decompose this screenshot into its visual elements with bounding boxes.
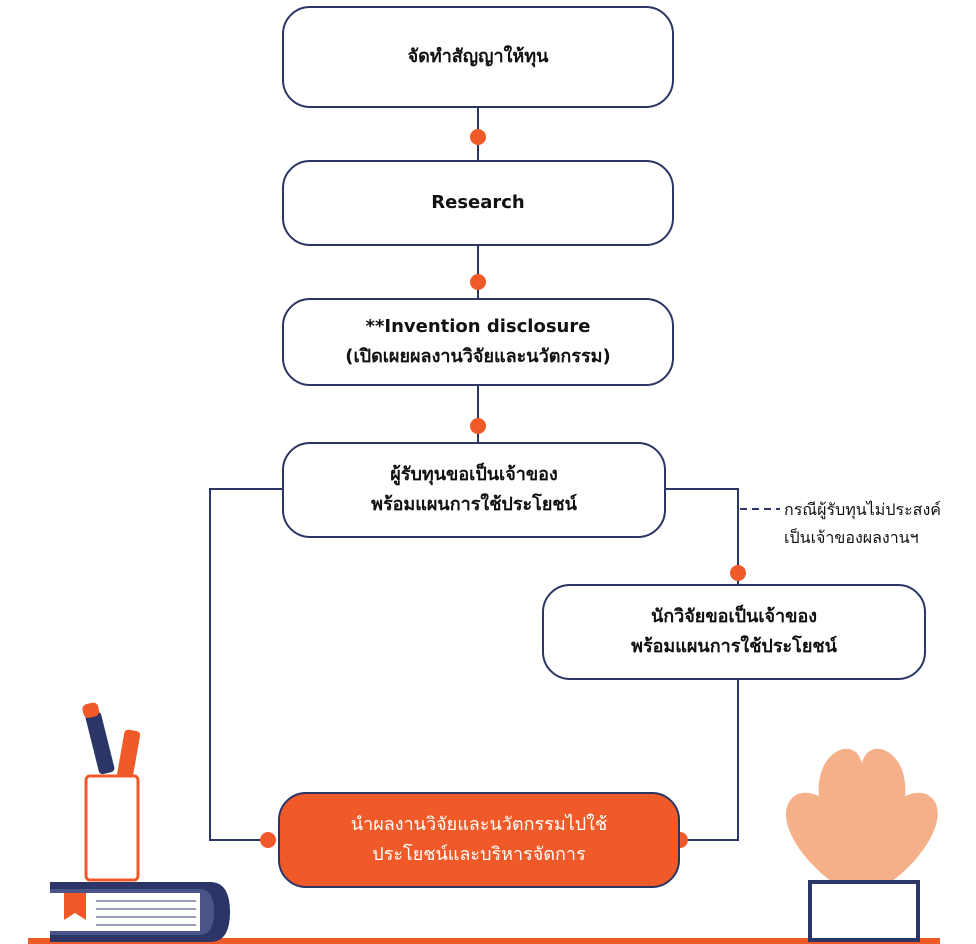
step-invention-disclosure: **Invention disclosure (เปิดเผยผลงานวิจั…	[282, 298, 674, 386]
step-grant-contract-label: จัดทำสัญญาให้ทุน	[407, 46, 549, 67]
step-researcher-ownership-line2: พร้อมแผนการใช้ประโยชน์	[631, 636, 837, 657]
plant-icon	[785, 748, 938, 942]
floor-line	[28, 938, 940, 944]
connector-dot	[470, 129, 486, 145]
step-utilization-line2: ประโยชน์และบริหารจัดการ	[372, 844, 586, 865]
side-note-line1: กรณีผู้รับทุนไม่ประสงค์	[784, 500, 941, 519]
step-grantee-ownership-line2: พร้อมแผนการใช้ประโยชน์	[371, 494, 577, 515]
book-icon	[50, 882, 230, 942]
connector-dot	[260, 832, 276, 848]
step-grant-contract: จัดทำสัญญาให้ทุน	[282, 6, 674, 108]
step-research-label: Research	[431, 192, 525, 213]
connector-dot	[470, 274, 486, 290]
step-researcher-ownership-line1: นักวิจัยขอเป็นเจ้าของ	[650, 606, 818, 627]
connector-4-5	[666, 488, 739, 584]
step-utilization-line1: นำผลงานวิจัยและนวัตกรรมไปใช้	[350, 814, 608, 835]
side-note: กรณีผู้รับทุนไม่ประสงค์ เป็นเจ้าของผลงาน…	[784, 496, 941, 552]
step-researcher-ownership: นักวิจัยขอเป็นเจ้าของ พร้อมแผนการใช้ประโ…	[542, 584, 926, 680]
step-invention-disclosure-line2: (เปิดเผยผลงานวิจัยและนวัตกรรม)	[345, 346, 611, 367]
step-grantee-ownership-line1: ผู้รับทุนขอเป็นเจ้าของ	[390, 464, 558, 485]
pencil-cup-icon	[82, 702, 141, 882]
step-invention-disclosure-line1: **Invention disclosure	[365, 316, 591, 337]
connector-4-final	[209, 488, 282, 841]
connector-5-final	[688, 680, 739, 841]
step-research: Research	[282, 160, 674, 246]
connector-dot	[470, 418, 486, 434]
connector-dot	[730, 565, 746, 581]
side-note-line2: เป็นเจ้าของผลงานฯ	[784, 528, 919, 547]
step-grantee-ownership: ผู้รับทุนขอเป็นเจ้าของ พร้อมแผนการใช้ประ…	[282, 442, 666, 538]
step-utilization: นำผลงานวิจัยและนวัตกรรมไปใช้ ประโยชน์และ…	[278, 792, 680, 888]
